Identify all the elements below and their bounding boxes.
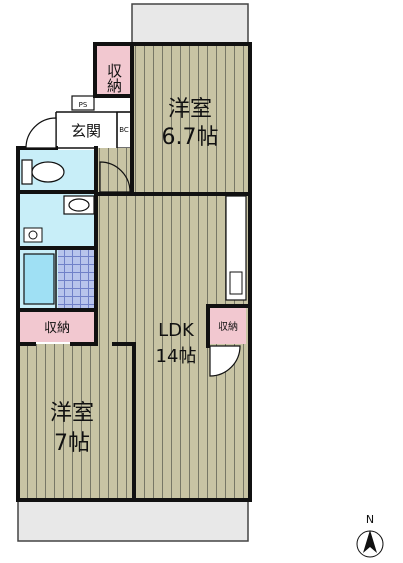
- ps-area: [71, 95, 95, 111]
- western-top-name: 洋室: [168, 97, 212, 122]
- walls: [16, 42, 252, 502]
- storage-left: [20, 312, 94, 342]
- entrance-label: 玄関: [71, 122, 101, 140]
- room-western-bottom: [20, 344, 132, 499]
- western-top-size: 6.7帖: [162, 125, 219, 150]
- compass: N: [356, 513, 384, 558]
- entrance-area: [58, 112, 116, 148]
- toilet-fixture: [21, 159, 65, 185]
- ps-label: PS: [79, 101, 88, 109]
- sink-fixture: [63, 195, 95, 215]
- washing-machine-icon: [23, 227, 43, 243]
- western-bottom-size: 7帖: [54, 431, 90, 456]
- storage-top: [97, 46, 132, 96]
- bathroom-floor: [58, 250, 94, 308]
- kitchen-sink: [229, 271, 243, 295]
- north-arrow-icon: [363, 530, 377, 553]
- storage-right: [210, 308, 246, 344]
- western-bottom-name: 洋室: [50, 401, 94, 426]
- storage-left-label: 収納: [44, 321, 70, 336]
- doors: [25, 117, 241, 377]
- room-western-top: [132, 46, 248, 192]
- bathtub: [23, 253, 55, 305]
- storage-right-label: 収納: [218, 320, 238, 333]
- hallway: [97, 148, 132, 192]
- storage-top-label-1: 収納: [105, 63, 123, 94]
- balcony-top: [131, 3, 249, 47]
- balcony-bottom: [17, 498, 249, 542]
- hallway-lower: [96, 194, 132, 344]
- compass-label: N: [366, 513, 374, 526]
- ldk-size: 14帖: [156, 346, 197, 367]
- ldk-name: LDK: [158, 320, 195, 341]
- bc-label: BC: [119, 126, 129, 134]
